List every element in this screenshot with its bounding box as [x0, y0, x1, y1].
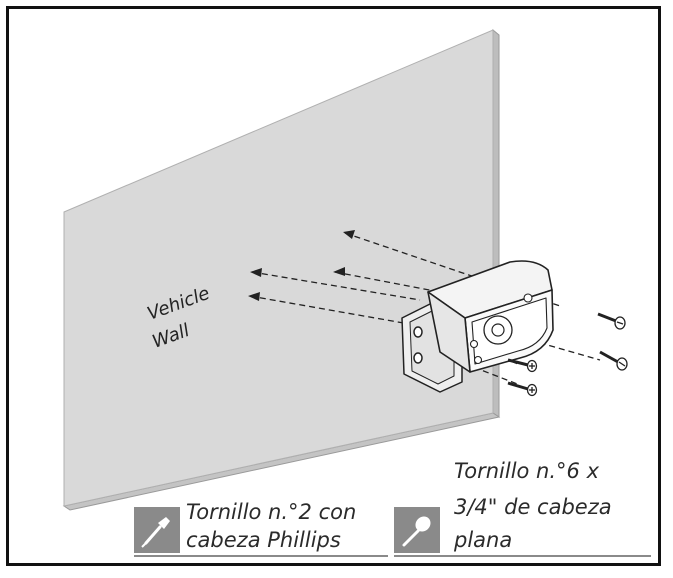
phillips-screwdriver-icon — [134, 507, 180, 553]
housing-top — [427, 260, 553, 319]
wall-front-face — [63, 29, 494, 507]
screw-6-label-line2: 3/4" de cabeza — [454, 495, 612, 519]
screw-2-label-line2: cabeza Phillips — [186, 528, 341, 552]
housing-side — [427, 291, 471, 373]
arrowhead — [250, 268, 262, 277]
arrowhead — [333, 267, 345, 276]
flat-head-screw-icon — [394, 507, 440, 553]
center-hub — [491, 323, 505, 337]
arrowhead — [343, 230, 355, 239]
alignment-line — [344, 232, 561, 307]
screw-2-label-line1: Tornillo n.°2 con — [186, 500, 357, 524]
housing-screw-hole — [473, 355, 483, 365]
alignment-line — [334, 271, 446, 294]
flat-head-screw — [597, 312, 626, 330]
screw-6-label-line3: plana — [454, 528, 513, 552]
device-housing — [427, 260, 554, 373]
bracket-hole — [413, 352, 423, 364]
flat-head-screw — [599, 350, 628, 371]
arrowheads — [248, 230, 355, 301]
screw-6-label-line1: Tornillo n.°6 x — [454, 459, 600, 483]
screws — [507, 312, 628, 397]
bracket-hole — [413, 326, 423, 338]
phillips-screw — [507, 358, 538, 373]
housing-screw-hole — [469, 339, 479, 349]
alignment-line — [251, 271, 421, 301]
alignment-line — [249, 295, 416, 326]
phillips-screw — [507, 381, 538, 397]
housing-screw-hole — [523, 293, 533, 303]
vehicle-wall — [62, 28, 501, 511]
arrowhead — [248, 292, 260, 301]
